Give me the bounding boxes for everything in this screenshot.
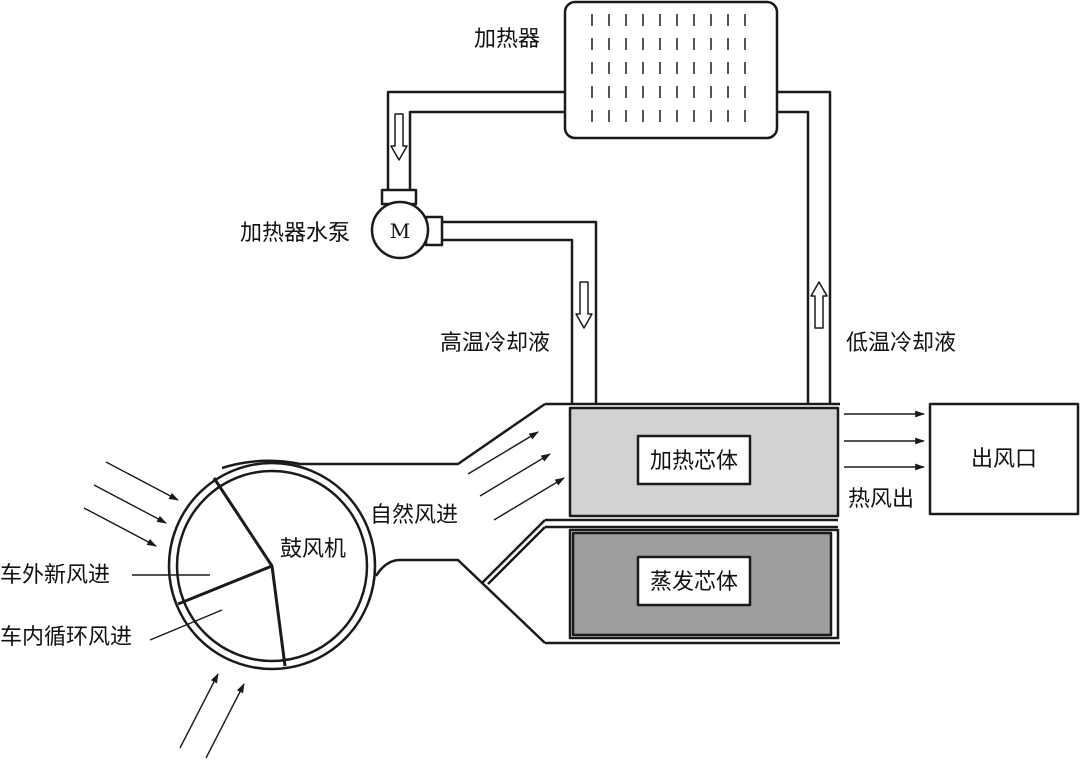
label-motor: M [390, 219, 410, 243]
air-duct [221, 402, 546, 644]
heater-pump [370, 188, 444, 260]
blower [167, 461, 377, 671]
heater-fins [591, 14, 746, 122]
pipe-hot-supply [440, 220, 598, 405]
flow-arrow-up-cold [810, 281, 828, 329]
label-hot-air-out: 热风出 [848, 487, 914, 512]
heater-tank [563, 0, 779, 140]
label-outlet: 出风口 [971, 447, 1037, 472]
heater-core-label-box [636, 434, 752, 486]
label-natural-air-in: 自然风进 [370, 503, 458, 528]
air-arrow-fresh-2 [93, 484, 167, 524]
divider-plate [481, 518, 838, 585]
flow-arrow-down-pump [390, 113, 408, 161]
leader-recirc-air [149, 609, 223, 641]
air-arrow-natural-3 [493, 477, 565, 521]
label-fresh-air-in: 车外新风进 [0, 563, 110, 588]
outlet-box [928, 402, 1080, 516]
pipe-cold-return [777, 90, 832, 405]
label-blower: 鼓风机 [280, 537, 346, 562]
air-arrow-natural-2 [479, 453, 551, 497]
air-arrow-recirc-2 [205, 683, 245, 759]
evaporator-label-box [636, 555, 752, 607]
label-heater-core: 加热芯体 [650, 449, 738, 474]
label-heater: 加热器 [474, 27, 540, 52]
air-arrow-fresh-3 [83, 507, 157, 547]
air-arrow-natural-1 [467, 431, 539, 475]
pipe-heater-to-pump [386, 90, 565, 192]
label-evaporator-core: 蒸发芯体 [650, 570, 738, 595]
label-heater-pump: 加热器水泵 [240, 221, 350, 246]
label-hot-coolant: 高温冷却液 [440, 331, 550, 356]
label-cold-coolant: 低温冷却液 [846, 331, 956, 356]
flow-arrow-down-hot [575, 281, 593, 329]
air-arrow-recirc-1 [179, 673, 219, 749]
air-arrow-fresh-1 [105, 461, 179, 501]
label-recirc-air-in: 车内循环风进 [0, 625, 132, 650]
